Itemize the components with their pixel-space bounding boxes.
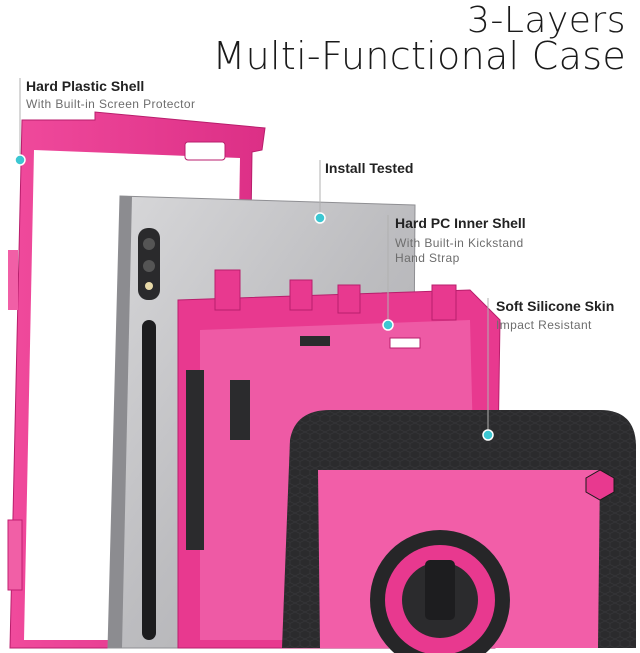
- callout-hard-pc-subtitle-2: Hand Strap: [395, 251, 460, 265]
- callout-hard-pc-subtitle-1: With Built-in Kickstand: [395, 236, 524, 250]
- heading-line-1: 3-Layers: [466, 0, 626, 41]
- heading-line-2: Multi-Functional Case: [212, 34, 626, 78]
- callout-install-title: Install Tested: [325, 160, 414, 176]
- callout-hard-plastic-subtitle: With Built-in Screen Protector: [26, 97, 196, 111]
- callout-silicone-subtitle: Impact Resistant: [496, 318, 592, 332]
- stylus-pen-icon: [142, 320, 156, 640]
- callout-hard-pc-title: Hard PC Inner Shell: [395, 215, 526, 231]
- kickstand-icon: [425, 560, 455, 620]
- marker-hard-plastic: [14, 154, 26, 166]
- marker-install: [314, 212, 326, 224]
- callout-hard-plastic-title: Hard Plastic Shell: [26, 78, 145, 94]
- marker-hard-pc: [382, 319, 394, 331]
- marker-silicone: [482, 429, 494, 441]
- soft-silicone-skin: [282, 410, 636, 653]
- callout-markers: [14, 78, 494, 441]
- callout-silicone-title: Soft Silicone Skin: [496, 298, 615, 314]
